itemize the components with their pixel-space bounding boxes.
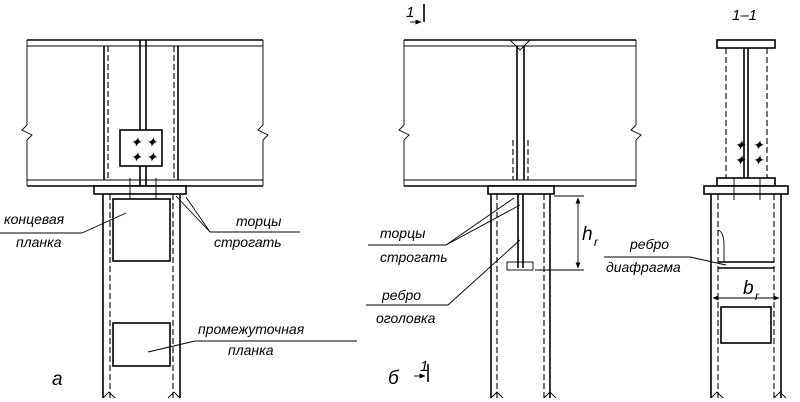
svg-text:✦ ✦: ✦ ✦ (130, 149, 159, 165)
view-a-beams: ✦ ✦ ✦ ✦ (21, 39, 269, 187)
view-b: 1 h r торцы ст (366, 4, 642, 399)
svg-text:✦: ✦ (752, 137, 765, 153)
view-a: ✦ ✦ ✦ ✦ концевая планка торцы строгать п (0, 39, 357, 399)
section-title: 1–1 (732, 7, 757, 24)
dim-br: b (743, 278, 754, 299)
view-a-column (102, 194, 181, 399)
label-end-plate-line1: концевая (4, 211, 65, 227)
label-rib-diaph-line1: ребро (629, 236, 669, 252)
svg-text:✦: ✦ (752, 152, 765, 168)
dim-br-sub: r (755, 289, 760, 303)
label-view-a: а (52, 369, 63, 390)
svg-text:✦: ✦ (734, 152, 747, 168)
label-ends-b-line1: торцы (380, 225, 426, 241)
svg-text:✦ ✦: ✦ ✦ (130, 134, 159, 150)
svg-text:✦: ✦ (734, 137, 747, 153)
label-ends-a-line1: торцы (236, 213, 282, 229)
section-mark-top: 1 (406, 4, 414, 21)
splice-plate (119, 129, 163, 167)
view-a-cap-plate (93, 185, 187, 195)
label-rib-line1: ребро (381, 287, 421, 303)
label-intermediate-line1: промежуточная (198, 321, 305, 337)
label-ends-a-line2: строгать (214, 234, 282, 250)
label-intermediate-line2: планка (228, 342, 274, 358)
label-rib-diaph-line2: диафрагма (606, 259, 681, 275)
dim-hr: h (582, 224, 593, 245)
label-ends-b-line2: строгать (380, 249, 448, 265)
label-view-b: б (388, 368, 400, 389)
label-end-plate-line2: планка (16, 234, 62, 250)
dim-hr-sub: r (594, 235, 599, 249)
label-rib-line2: оголовка (376, 310, 436, 326)
section-1-1: 1–1 ✦ ✦ ✦ ✦ b r ребро диафра (604, 7, 789, 399)
section-mark-bottom: 1 (420, 358, 428, 375)
